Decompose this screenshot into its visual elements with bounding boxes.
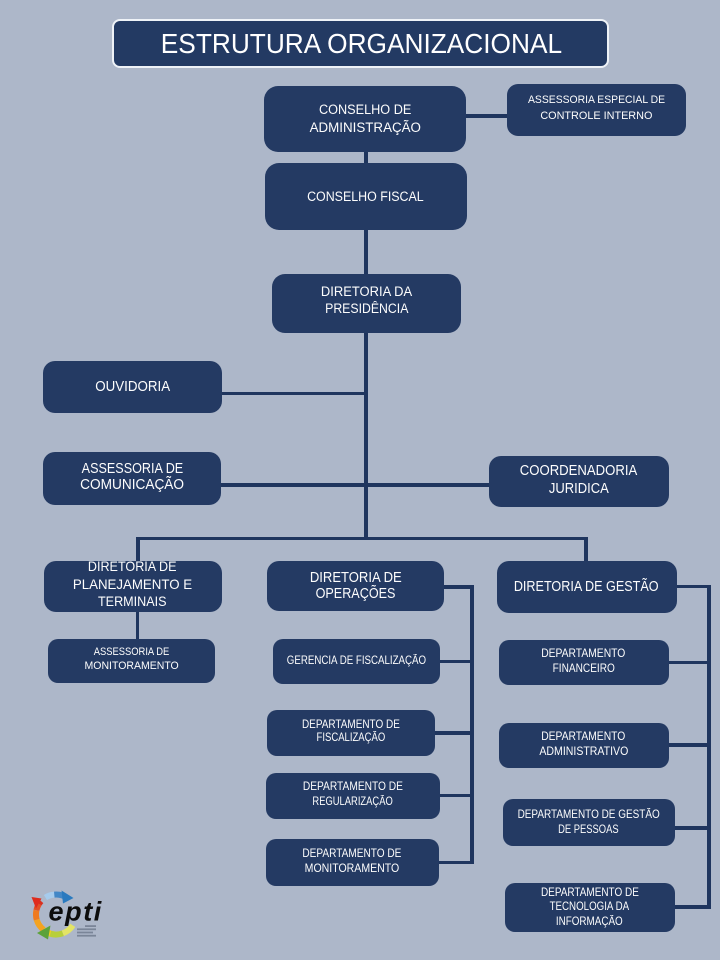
svg-text:epti: epti bbox=[49, 896, 103, 926]
